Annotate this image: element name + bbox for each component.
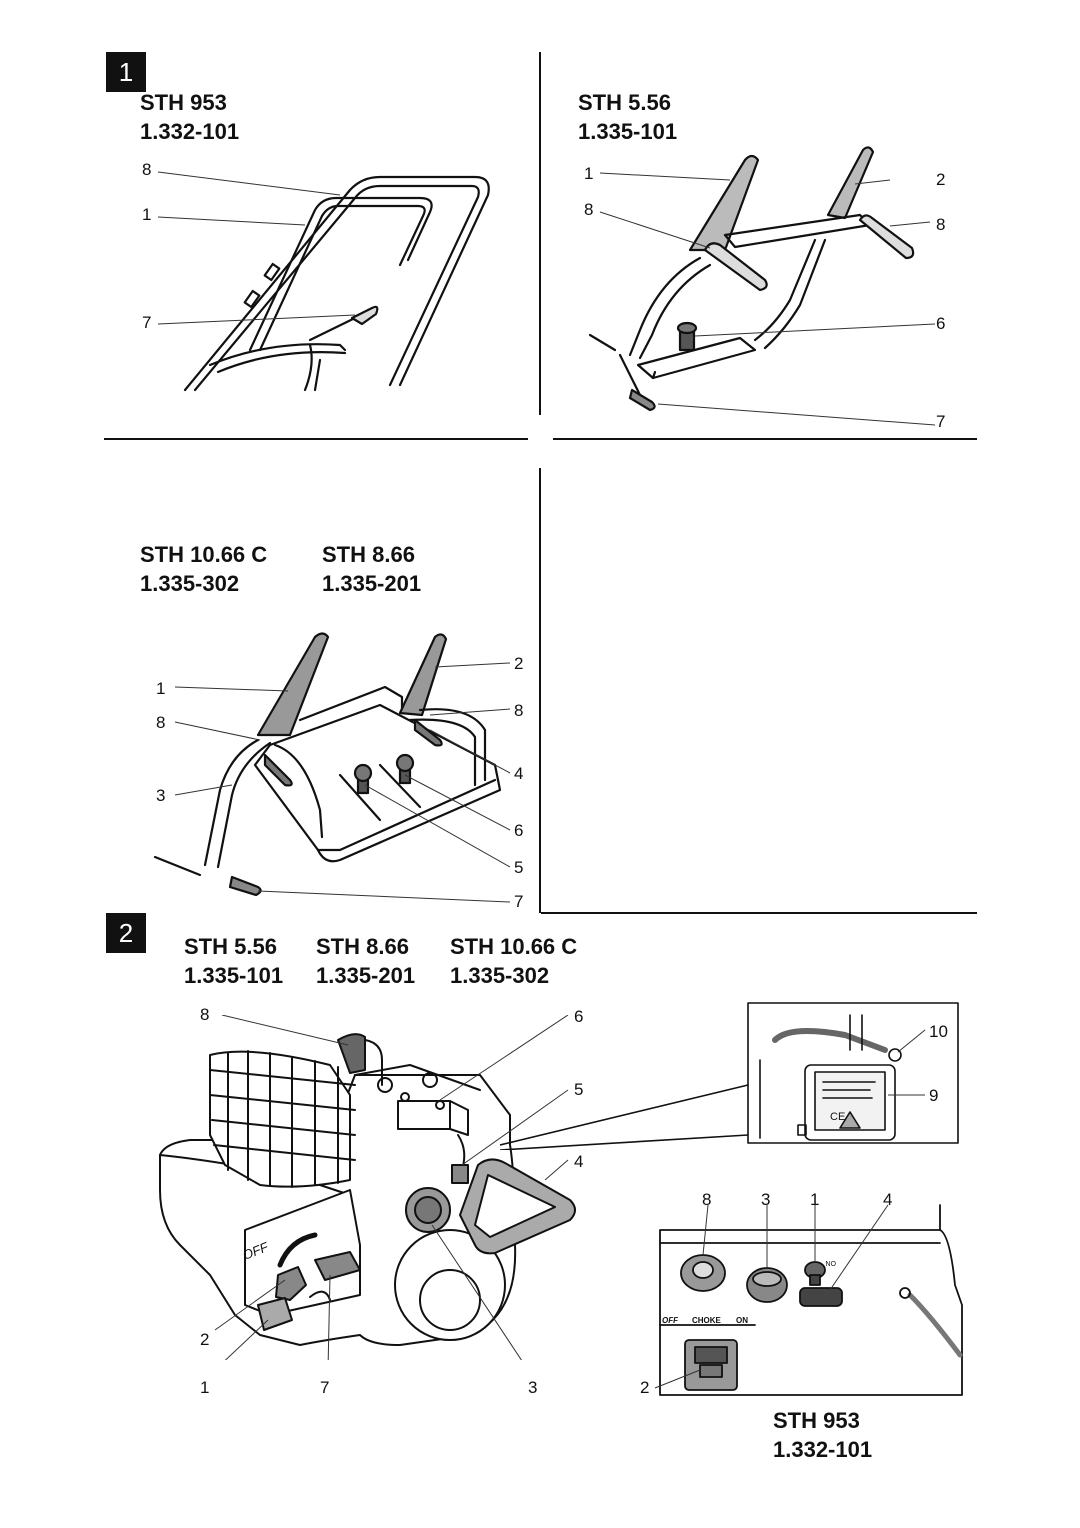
panel-b-model: STH 5.56 xyxy=(578,90,671,115)
panel-callout-1: 1 xyxy=(810,1190,820,1209)
callout-b-8-left: 8 xyxy=(584,200,594,219)
engine-callout-2: 2 xyxy=(200,1330,210,1349)
panel-callout-2: 2 xyxy=(640,1378,650,1397)
panel-b-part: 1.335-101 xyxy=(578,119,678,144)
callout-c-6: 6 xyxy=(514,821,524,840)
panel-c-part-a: 1.335-302 xyxy=(140,571,240,596)
inset-detail: CE xyxy=(500,1002,959,1150)
engine-illustration: OFF xyxy=(159,1015,576,1360)
fig2-model-2: STH 8.66 xyxy=(316,934,409,959)
inset-callout-9: 9 xyxy=(929,1086,939,1105)
sth953-model: STH 953 xyxy=(773,1408,860,1433)
svg-text:CE: CE xyxy=(830,1111,845,1123)
callout-a-1: 1 xyxy=(142,205,152,224)
callout-c-8-right: 8 xyxy=(514,701,524,720)
callout-c-3: 3 xyxy=(156,786,166,805)
callout-b-2: 2 xyxy=(936,170,946,189)
engine-callout-3: 3 xyxy=(528,1378,538,1397)
panel-callout-3: 3 xyxy=(761,1190,771,1209)
vertical-divider-top xyxy=(539,52,541,415)
panel-callout-8: 8 xyxy=(702,1190,712,1209)
callout-c-5: 5 xyxy=(514,858,524,877)
fig2-part-3: 1.335-302 xyxy=(450,963,550,988)
handle-illustration-sth1066 xyxy=(153,632,511,903)
sth953-part: 1.332-101 xyxy=(773,1437,873,1462)
panel-a-part: 1.332-101 xyxy=(140,119,240,144)
fig2-model-1: STH 5.56 xyxy=(184,934,277,959)
panel-callout-4: 4 xyxy=(883,1190,893,1209)
callout-a-7: 7 xyxy=(142,313,152,332)
callout-b-7: 7 xyxy=(936,412,946,431)
callout-c-8-left: 8 xyxy=(156,713,166,732)
panel-c-model-b: STH 8.66 xyxy=(322,542,415,567)
engine-callout-1: 1 xyxy=(200,1378,210,1397)
callout-b-8-right: 8 xyxy=(936,215,946,234)
panel-a-model: STH 953 xyxy=(140,90,227,115)
engine-callout-5: 5 xyxy=(574,1080,584,1099)
inset-callout-10: 10 xyxy=(929,1022,948,1041)
panel-label-choke: CHOKE xyxy=(692,1316,722,1325)
horizontal-divider-bottom xyxy=(541,912,977,914)
handle-illustration-sth556 xyxy=(588,146,936,426)
fig2-model-3: STH 10.66 C xyxy=(450,934,578,959)
callout-a-8: 8 xyxy=(142,160,152,179)
fig2-part-1: 1.335-101 xyxy=(184,963,284,988)
horizontal-divider-right xyxy=(553,438,977,440)
engine-callout-7: 7 xyxy=(320,1378,330,1397)
fig2-part-2: 1.335-201 xyxy=(316,963,416,988)
figure-1-number: 1 xyxy=(106,52,146,92)
key-label-on: ON xyxy=(826,1259,837,1266)
engine-callout-4: 4 xyxy=(574,1152,584,1171)
panel-c-model-a: STH 10.66 C xyxy=(140,542,268,567)
control-panel-sth953: OFF CHOKE ON ON xyxy=(654,1204,963,1396)
panel-c-part-b: 1.335-201 xyxy=(322,571,422,596)
figure-2-number: 2 xyxy=(106,913,146,953)
callout-b-1: 1 xyxy=(584,164,594,183)
callout-b-6: 6 xyxy=(936,314,946,333)
callout-c-1: 1 xyxy=(156,679,166,698)
engine-callout-6: 6 xyxy=(574,1007,584,1026)
callout-c-2: 2 xyxy=(514,654,524,673)
callout-c-4: 4 xyxy=(514,764,524,783)
handle-illustration-sth953 xyxy=(157,171,490,392)
vertical-divider-middle xyxy=(539,468,541,913)
panel-label-on: ON xyxy=(736,1316,748,1325)
horizontal-divider-left xyxy=(104,438,528,440)
panel-label-off: OFF xyxy=(662,1316,679,1325)
callout-c-7: 7 xyxy=(514,892,524,911)
engine-callout-8: 8 xyxy=(200,1005,210,1024)
